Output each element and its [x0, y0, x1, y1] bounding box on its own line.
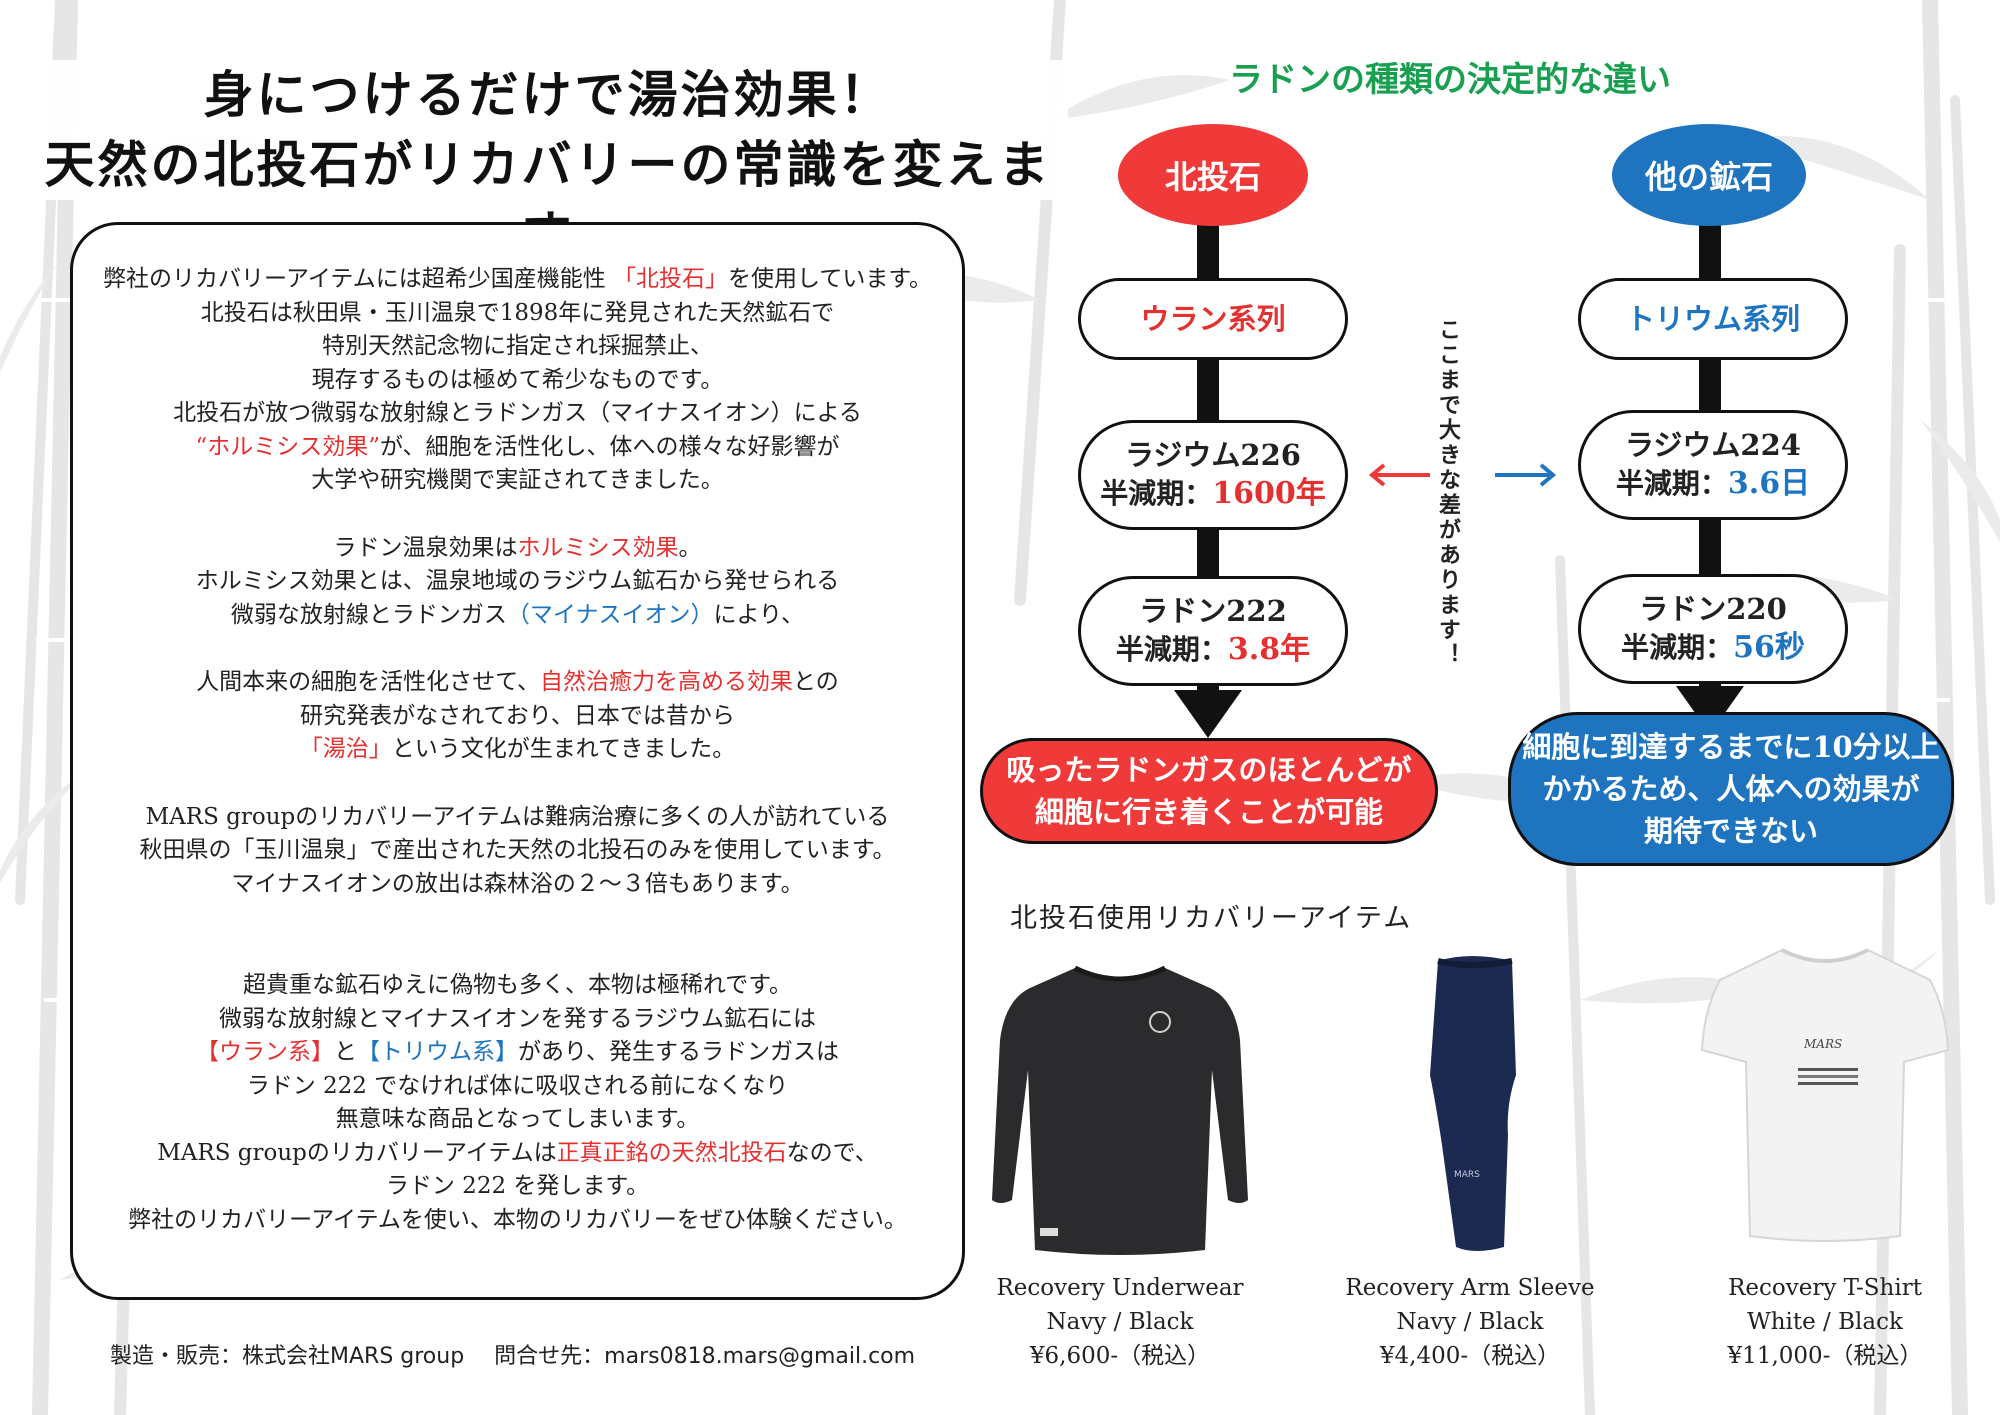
comparison-title: ラドンの種類の決定的な違い	[1229, 60, 1671, 100]
headline-banner: 身につけるだけで湯治効果！ 天然の北投石がリカバリーの常識を変えます	[28, 60, 1068, 264]
radon-222-text: ラドン222	[1139, 594, 1287, 628]
radon-220-half-life: 56秒	[1733, 630, 1805, 665]
other-ore-result: 細胞に到達するまでに10分以上 かかるため、人体への効果が 期待できない	[1508, 712, 1954, 866]
radon-220-text: ラドン220	[1639, 592, 1787, 626]
tshirt-print: MARS	[1803, 1037, 1842, 1051]
hokutoseki-result: 吸ったラドンガスのほとんどが 細胞に行き着くことが可能	[980, 738, 1438, 844]
result-line: 細胞に行き着くことが可能	[1034, 795, 1383, 829]
desc-line: 人間本来の細胞を活性化させて、自然治癒力を高める効果との	[196, 669, 839, 695]
left-arrow-icon	[1368, 463, 1430, 487]
desc-line: ラドン温泉効果はホルミシス効果。	[333, 534, 702, 561]
product-price: ¥4,400-（税込）	[1379, 1343, 1561, 1369]
hokutoseki-label: 北投石	[1118, 124, 1308, 226]
result-line: 吸ったラドンガスのほとんどが	[1006, 753, 1412, 787]
products-title: 北投石使用リカバリーアイテム	[1010, 903, 1413, 934]
desc-line: 超貴重な鉱石ゆえに偽物も多く、本物は極稀れです。	[242, 972, 792, 998]
desc-line: マイナスイオンの放出は森林浴の２～３倍もあります。	[231, 870, 804, 897]
desc-line: 「湯治」という文化が生まれてきました。	[299, 736, 736, 762]
product-price: ¥11,000-（税込）	[1727, 1343, 1923, 1369]
uranium-series-box: ウラン系列	[1078, 278, 1348, 360]
radon-222-half-life: 3.8年	[1227, 632, 1311, 667]
recovery-underwear-image	[992, 965, 1248, 1255]
product-color: Navy / Black	[1046, 1309, 1194, 1335]
radium-224-half-life: 3.6日	[1727, 466, 1811, 501]
other-ore-label: 他の鉱石	[1612, 124, 1806, 226]
desc-line: 研究発表がなされており、日本では昔から	[300, 702, 735, 729]
desc-line: 【ウラン系】と【トリウム系】があり、発生するラドンガスは	[195, 1039, 840, 1065]
desc-line: ラドン 222 を発します。	[385, 1173, 650, 1199]
radon-220-box: ラドン220 半減期：56秒	[1578, 574, 1848, 684]
big-difference-note: ここまで大きな差があります！	[1435, 318, 1461, 668]
uranium-series-text: ウラン系列	[1140, 302, 1286, 336]
product-price: ¥6,600-（税込）	[1029, 1343, 1211, 1369]
footer-maker: 製造・販売：株式会社MARS group	[110, 1344, 465, 1369]
desc-line: 無意味な商品となってしまいます。	[335, 1106, 700, 1132]
radon-222-box: ラドン222 半減期：3.8年	[1078, 576, 1348, 686]
radium-224-box: ラジウム224 半減期：3.6日	[1578, 410, 1848, 520]
radium-226-text: ラジウム226	[1125, 438, 1301, 472]
footer-contact: 問合せ先：mars0818.mars@gmail.com	[494, 1344, 916, 1369]
footer: 製造・販売：株式会社MARS group 問合せ先：mars0818.mars@g…	[110, 1338, 915, 1370]
radium-226-half-life: 1600年	[1212, 476, 1326, 511]
desc-line: 微弱な放射線とラドンガス（マイナスイオン）により、	[230, 601, 805, 628]
half-life-label: 半減期：	[1100, 477, 1213, 510]
thorium-series-box: トリウム系列	[1578, 278, 1848, 360]
desc-line: MARS groupのリカバリーアイテムは難病治療に多くの人が訪れている	[145, 803, 890, 830]
desc-line: 弊社のリカバリーアイテムには超希少国産機能性 「北投石」を使用しています。	[102, 266, 933, 292]
desc-line: 微弱な放射線とマイナスイオンを発するラジウム鉱石には	[218, 1005, 817, 1032]
half-life-label: 半減期：	[1115, 633, 1228, 666]
desc-line: ホルミシス効果とは、温泉地域のラジウム鉱石から発せられる	[195, 568, 840, 594]
product-color: Navy / Black	[1396, 1309, 1544, 1335]
product-name: Recovery T-Shirt	[1728, 1275, 1922, 1301]
desc-line: 秋田県の「玉川温泉」で産出された天然の北投石のみを使用しています。	[139, 837, 896, 863]
desc-line: 弊社のリカバリーアイテムを使い、本物のリカバリーをぜひ体験ください。	[128, 1206, 907, 1233]
desc-line: “ホルミシス効果”が、細胞を活性化し、体への様々な好影響が	[195, 433, 840, 460]
left-flow-arrowhead	[1174, 690, 1242, 738]
difference-arrows	[1368, 463, 1557, 487]
radium-224-text: ラジウム224	[1625, 428, 1801, 462]
result-line: 細胞に到達するまでに10分以上	[1522, 730, 1940, 764]
desc-line: 特別天然記念物に指定され採掘禁止、	[322, 333, 713, 359]
result-line: かかるため、人体への効果が	[1542, 772, 1920, 806]
half-life-label: 半減期：	[1615, 467, 1728, 500]
product-underwear-label: Recovery Underwear Navy / Black ¥6,600-（…	[990, 1271, 1250, 1373]
desc-line: ラドン 222 でなければ体に吸収される前になくなり	[246, 1072, 789, 1099]
half-life-label: 半減期：	[1621, 631, 1734, 664]
desc-line: 現存するものは極めて希少なものです。	[311, 366, 724, 393]
svg-text:MARS: MARS	[1454, 1170, 1480, 1180]
product-name: Recovery Arm Sleeve	[1345, 1275, 1595, 1301]
product-name: Recovery Underwear	[996, 1275, 1244, 1301]
desc-line: 大学や研究機関で実証されてきました。	[311, 467, 724, 493]
thorium-series-text: トリウム系列	[1625, 302, 1800, 336]
product-arm-sleeve-label: Recovery Arm Sleeve Navy / Black ¥4,400-…	[1330, 1271, 1610, 1373]
recovery-arm-sleeve-image: MARS	[1430, 956, 1516, 1251]
recovery-tshirt-image: MARS	[1700, 948, 1950, 1242]
desc-line: 北投石は秋田県・玉川温泉で1898年に発見された天然鉱石で	[200, 299, 835, 326]
radium-226-box: ラジウム226 半減期：1600年	[1078, 420, 1348, 530]
product-color: White / Black	[1747, 1309, 1903, 1335]
product-tshirt-label: Recovery T-Shirt White / Black ¥11,000-（…	[1700, 1271, 1950, 1373]
desc-line: 北投石が放つ微弱な放射線とラドンガス（マイナスイオン）による	[173, 400, 862, 426]
result-line: 期待できない	[1643, 814, 1818, 848]
headline-line-1: 身につけるだけで湯治効果！	[203, 65, 893, 124]
right-arrow-icon	[1495, 463, 1557, 487]
description-box: 弊社のリカバリーアイテムには超希少国産機能性 「北投石」を使用しています。 北投…	[70, 222, 965, 1300]
desc-line: MARS groupのリカバリーアイテムは正真正銘の天然北投石なので、	[157, 1139, 878, 1166]
